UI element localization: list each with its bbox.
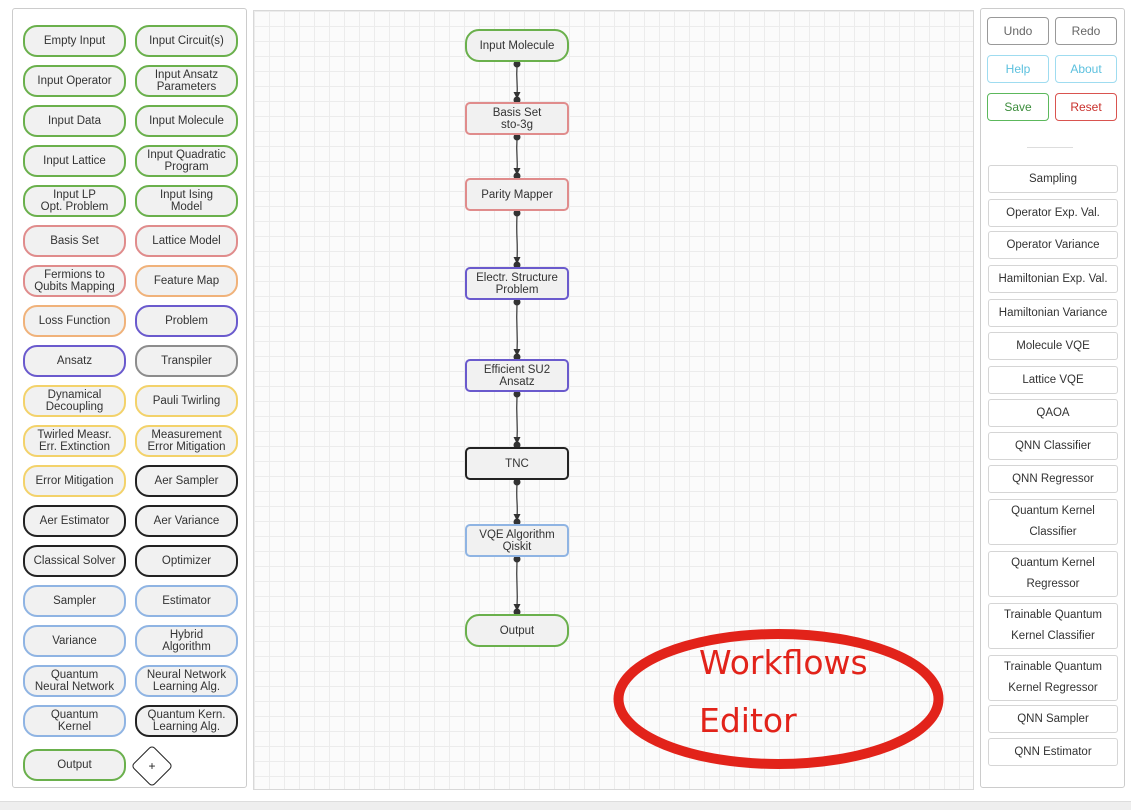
edge-0: [516, 65, 518, 97]
panel-divider: [1027, 147, 1073, 148]
arrow-icon: [513, 437, 521, 444]
palette-node-transpiler[interactable]: Transpiler: [135, 345, 238, 377]
flow-node-electr-structure-problem[interactable]: Electr. Structure Problem: [465, 267, 569, 300]
palette-node-neural-network-learning-alg[interactable]: Neural Network Learning Alg.: [135, 665, 238, 697]
palette-node-input-ising-model[interactable]: Input Ising Model: [135, 185, 238, 217]
flow-node-vqe-algorithm[interactable]: VQE Algorithm Qiskit: [465, 524, 569, 557]
palette-node-hybrid-algorithm[interactable]: Hybrid Algorithm: [135, 625, 238, 657]
workflow-qnn-classifier[interactable]: QNN Classifier: [988, 432, 1118, 460]
edge-3: [516, 303, 518, 354]
palette-node-variance[interactable]: Variance: [23, 625, 126, 657]
edge-1: [516, 138, 518, 173]
arrow-icon: [513, 349, 521, 356]
workflow-qnn-estimator[interactable]: QNN Estimator: [988, 738, 1118, 766]
palette-node-loss-function[interactable]: Loss Function: [23, 305, 126, 337]
palette-node-basis-set[interactable]: Basis Set: [23, 225, 126, 257]
workflow-operator-variance[interactable]: Operator Variance: [988, 231, 1118, 259]
edge-5: [516, 483, 518, 519]
flow-node-output[interactable]: Output: [465, 614, 569, 647]
palette-node-aer-estimator[interactable]: Aer Estimator: [23, 505, 126, 537]
arrow-icon: [513, 168, 521, 175]
flow-node-efficient-su2-ansatz[interactable]: Efficient SU2 Ansatz: [465, 359, 569, 392]
about-button[interactable]: About: [1055, 55, 1117, 83]
palette-node-input-molecule[interactable]: Input Molecule: [135, 105, 238, 137]
palette-node-dynamical-decoupling[interactable]: Dynamical Decoupling: [23, 385, 126, 417]
palette-node-input-ansatz-parameters[interactable]: Input Ansatz Parameters: [135, 65, 238, 97]
palette-node-input-lattice[interactable]: Input Lattice: [23, 145, 126, 177]
palette-node-input-operator[interactable]: Input Operator: [23, 65, 126, 97]
palette-node-problem[interactable]: Problem: [135, 305, 238, 337]
arrow-icon: [513, 514, 521, 521]
right-panel: Undo Redo Help About Save Reset Sampling…: [980, 8, 1125, 788]
palette-node-input-data[interactable]: Input Data: [23, 105, 126, 137]
palette-node-quantum-neural-network[interactable]: Quantum Neural Network: [23, 665, 126, 697]
plus-icon: +: [148, 759, 156, 773]
edge-2: [516, 214, 518, 262]
palette-node-ansatz[interactable]: Ansatz: [23, 345, 126, 377]
palette-node-quantum-kern-learning-alg[interactable]: Quantum Kern. Learning Alg.: [135, 705, 238, 737]
workflow-hamiltonian-exp-val[interactable]: Hamiltonian Exp. Val.: [988, 265, 1118, 293]
edge-6: [516, 560, 518, 609]
palette-node-sampler[interactable]: Sampler: [23, 585, 126, 617]
palette-node-twirled-measr-err-extinction[interactable]: Twirled Measr. Err. Extinction: [23, 425, 126, 457]
workflow-canvas[interactable]: Input Molecule Basis Set sto-3g Parity M…: [253, 10, 974, 790]
redo-button[interactable]: Redo: [1055, 17, 1117, 45]
flow-node-tnc[interactable]: TNC: [465, 447, 569, 480]
arrow-icon: [513, 257, 521, 264]
palette-node-lattice-model[interactable]: Lattice Model: [135, 225, 238, 257]
flow-node-parity-mapper[interactable]: Parity Mapper: [465, 178, 569, 211]
reset-button[interactable]: Reset: [1055, 93, 1117, 121]
palette-node-error-mitigation[interactable]: Error Mitigation: [23, 465, 126, 497]
palette-node-input-quadratic-program[interactable]: Input Quadratic Program: [135, 145, 238, 177]
palette-node-input-circuits[interactable]: Input Circuit(s): [135, 25, 238, 57]
palette-node-aer-sampler[interactable]: Aer Sampler: [135, 465, 238, 497]
workflow-qnn-sampler[interactable]: QNN Sampler: [988, 705, 1118, 733]
workflow-sampling[interactable]: Sampling: [988, 165, 1118, 193]
palette-node-classical-solver[interactable]: Classical Solver: [23, 545, 126, 577]
palette-node-optimizer[interactable]: Optimizer: [135, 545, 238, 577]
save-button[interactable]: Save: [987, 93, 1049, 121]
palette-node-output[interactable]: Output: [23, 749, 126, 781]
flow-node-input-molecule[interactable]: Input Molecule: [465, 29, 569, 62]
add-node-button[interactable]: +: [130, 744, 174, 788]
palette-node-empty-input[interactable]: Empty Input: [23, 25, 126, 57]
node-palette: Empty Input Input Circuit(s) Input Opera…: [12, 8, 247, 788]
workflow-trainable-quantum-kernel-classifier[interactable]: Trainable Quantum Kernel Classifier: [988, 603, 1118, 649]
workflow-qaoa[interactable]: QAOA: [988, 399, 1118, 427]
help-button[interactable]: Help: [987, 55, 1049, 83]
undo-button[interactable]: Undo: [987, 17, 1049, 45]
palette-node-measurement-error-mitigation[interactable]: Measurement Error Mitigation: [135, 425, 238, 457]
palette-node-quantum-kernel[interactable]: Quantum Kernel: [23, 705, 126, 737]
workflow-molecule-vqe[interactable]: Molecule VQE: [988, 332, 1118, 360]
workflow-operator-exp-val[interactable]: Operator Exp. Val.: [988, 199, 1118, 227]
workflow-qnn-regressor[interactable]: QNN Regressor: [988, 465, 1118, 493]
palette-node-pauli-twirling[interactable]: Pauli Twirling: [135, 385, 238, 417]
edge-4: [516, 395, 518, 442]
bottom-scrollbar[interactable]: [0, 801, 1131, 810]
workflow-quantum-kernel-classifier[interactable]: Quantum Kernel Classifier: [988, 499, 1118, 545]
palette-node-input-lp-opt-problem[interactable]: Input LP Opt. Problem: [23, 185, 126, 217]
palette-node-feature-map[interactable]: Feature Map: [135, 265, 238, 297]
workflow-trainable-quantum-kernel-regressor[interactable]: Trainable Quantum Kernel Regressor: [988, 655, 1118, 701]
palette-node-aer-variance[interactable]: Aer Variance: [135, 505, 238, 537]
arrow-icon: [513, 92, 521, 99]
palette-node-fermions-to-qubits-mapping[interactable]: Fermions to Qubits Mapping: [23, 265, 126, 297]
annotation-ellipse: [613, 629, 944, 769]
arrow-icon: [513, 604, 521, 611]
workflow-quantum-kernel-regressor[interactable]: Quantum Kernel Regressor: [988, 551, 1118, 597]
workflows-editor-annotation: [613, 629, 944, 769]
workflow-lattice-vqe[interactable]: Lattice VQE: [988, 366, 1118, 394]
workflow-hamiltonian-variance[interactable]: Hamiltonian Variance: [988, 299, 1118, 327]
palette-node-estimator[interactable]: Estimator: [135, 585, 238, 617]
flow-node-basis-set[interactable]: Basis Set sto-3g: [465, 102, 569, 135]
